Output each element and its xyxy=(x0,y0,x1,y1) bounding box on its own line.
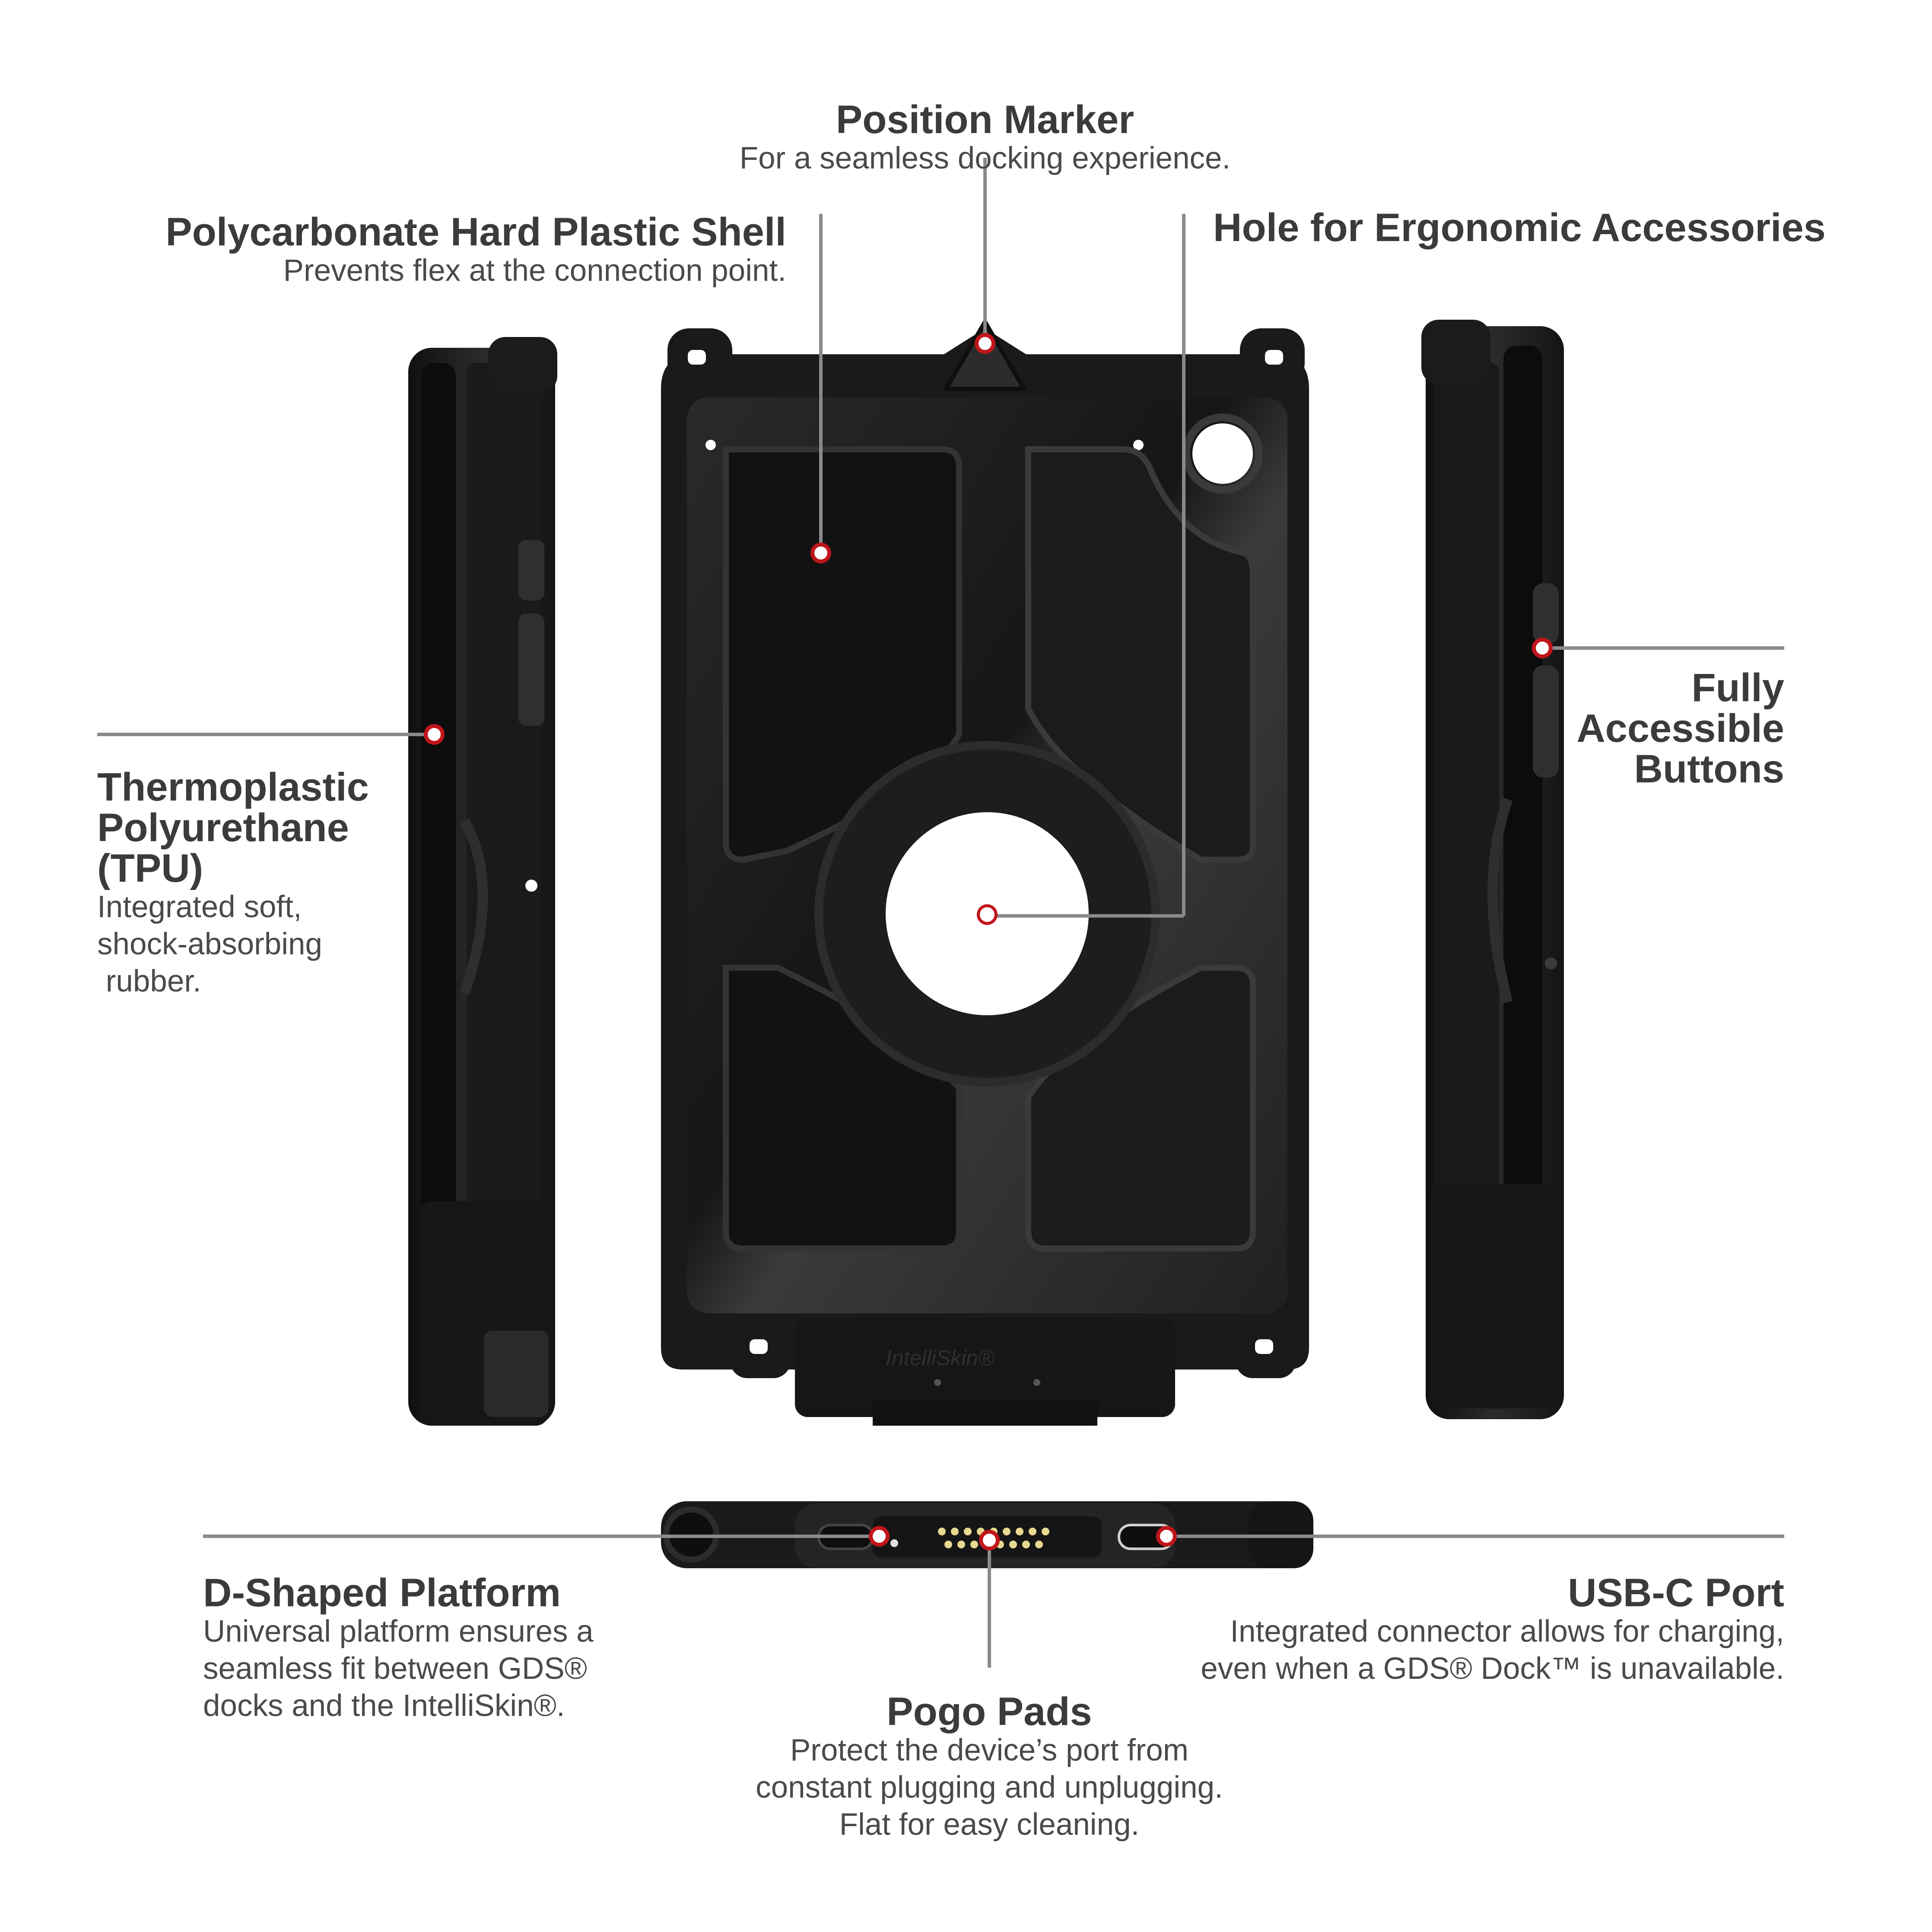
marker-pogo xyxy=(979,1530,1000,1551)
marker-position xyxy=(975,333,995,354)
callout-desc: For a seamless docking experience. xyxy=(739,141,1231,175)
callout-title: Pogo Pads xyxy=(887,1690,1092,1734)
callout-desc-line: shock-absorbing xyxy=(97,927,322,961)
callout-desc-line: rubber. xyxy=(97,964,201,998)
callout-desc-line: even when a GDS® Dock™ is unavailable. xyxy=(1201,1652,1784,1686)
leader-lines xyxy=(97,158,1784,1668)
callout-markers xyxy=(424,333,1553,1551)
callout-title-line: Buttons xyxy=(1634,747,1784,791)
callout-desc-line: docks and the IntelliSkin®. xyxy=(203,1689,565,1723)
callout-desc-line: Flat for easy cleaning. xyxy=(839,1808,1140,1842)
pogo-pins xyxy=(938,1528,1049,1548)
callout-title-line: Accessible xyxy=(1576,706,1784,750)
callout-title: D-Shaped Platform xyxy=(203,1571,561,1615)
marker-tpu xyxy=(424,724,445,745)
callout-title-line: Fully xyxy=(1691,666,1784,710)
callout-desc-line: Universal platform ensures a xyxy=(203,1614,594,1649)
callout-desc-line: Integrated soft, xyxy=(97,890,302,924)
callout-d-platform: D-Shaped Platform Universal platform ens… xyxy=(203,1573,594,1725)
callout-usb-c: USB-C Port Integrated connector allows f… xyxy=(1166,1573,1784,1687)
callout-polycarbonate: Polycarbonate Hard Plastic Shell Prevent… xyxy=(86,212,786,289)
callout-desc: Prevents flex at the connection point. xyxy=(283,254,786,288)
marker-polycarbonate xyxy=(810,543,831,563)
case-right-side-view xyxy=(1421,320,1564,1419)
callout-desc-line: seamless fit between GDS® xyxy=(203,1652,587,1686)
callout-desc-line: constant plugging and unplugging. xyxy=(756,1770,1223,1805)
callout-ergonomic-hole: Hole for Ergonomic Accessories xyxy=(1213,207,1826,248)
callout-pogo: Pogo Pads Protect the device’s port from… xyxy=(687,1691,1292,1843)
callout-title-line: Thermoplastic xyxy=(97,765,369,809)
callout-title-line: Polyurethane xyxy=(97,806,349,850)
callout-desc-line: Integrated connector allows for charging… xyxy=(1230,1614,1784,1649)
callout-title: Position Marker xyxy=(836,98,1134,142)
marker-usb-c xyxy=(1156,1526,1177,1547)
case-back-view xyxy=(661,318,1309,1426)
marker-d-platform xyxy=(869,1526,890,1547)
callout-title-line: (TPU) xyxy=(97,846,203,890)
case-left-side-view xyxy=(408,337,557,1426)
intelliskin-logo: IntelliSkin® xyxy=(886,1346,994,1370)
callout-title: Polycarbonate Hard Plastic Shell xyxy=(165,210,786,254)
callout-buttons: Fully Accessible Buttons xyxy=(1469,667,1784,789)
callout-title: USB-C Port xyxy=(1568,1571,1784,1615)
callout-title: Hole for Ergonomic Accessories xyxy=(1213,206,1826,250)
marker-hole xyxy=(977,904,998,925)
callout-position-marker: Position Marker For a seamless docking e… xyxy=(709,99,1262,177)
callout-desc-line: Protect the device’s port from xyxy=(790,1733,1189,1767)
callout-tpu: Thermoplastic Polyurethane (TPU) Integra… xyxy=(97,767,369,1000)
marker-buttons xyxy=(1532,638,1553,658)
